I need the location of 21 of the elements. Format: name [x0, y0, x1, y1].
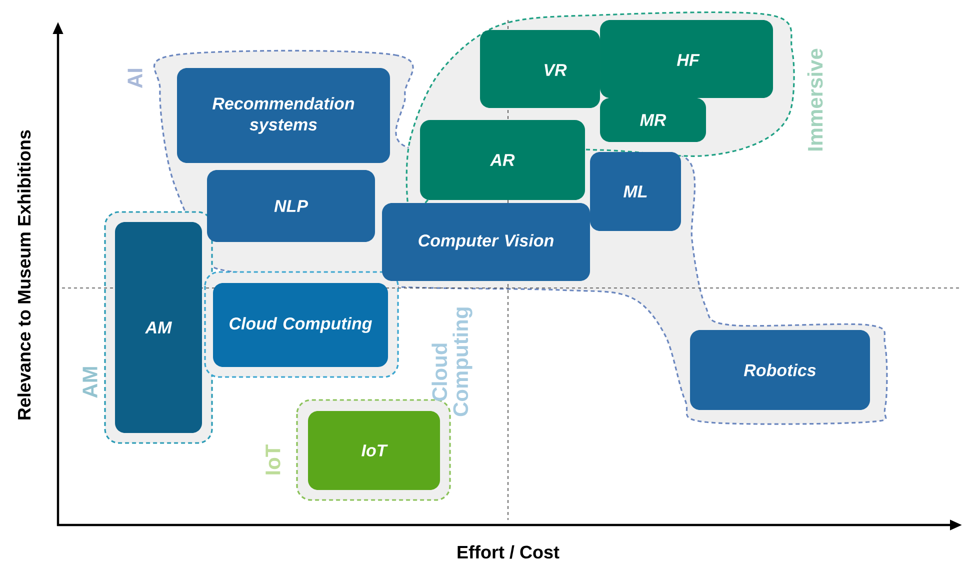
node-label: Immersive: [807, 48, 823, 151]
category-box: Computer Vision: [382, 203, 590, 281]
node-label: HF: [676, 54, 700, 66]
category-box: AR: [420, 120, 585, 200]
category-box: ML: [590, 152, 681, 231]
node-label: VR: [544, 64, 567, 76]
category-box: VR: [480, 30, 600, 108]
node-label: MR: [640, 114, 666, 126]
axis-title: Relevance to Museum Exhibitions: [17, 130, 31, 420]
category-box: Recommendation systems: [177, 68, 390, 163]
node-label: AI: [128, 68, 142, 88]
category-box: IoT: [308, 411, 440, 490]
category-box: Cloud Computing: [213, 283, 388, 367]
category-box: Robotics: [690, 330, 870, 410]
node-label: AM: [82, 367, 98, 398]
category-box: AM: [115, 222, 202, 433]
axis-title: Effort / Cost: [458, 545, 560, 559]
category-box: MR: [600, 98, 706, 142]
category-box: HF: [600, 20, 773, 98]
category-box: NLP: [207, 170, 375, 242]
node-label: IoT: [266, 444, 280, 474]
